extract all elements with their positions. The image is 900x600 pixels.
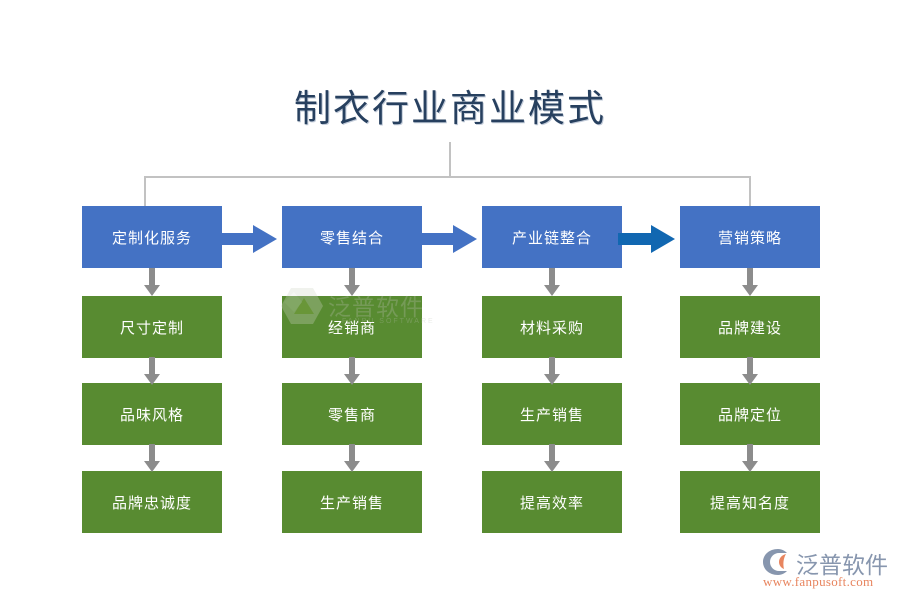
fanpu-logo-icon bbox=[763, 549, 787, 575]
company-logo: 泛普软件 www.fanpusoft.com bbox=[762, 546, 894, 594]
step-arrow-down-icon-3-2 bbox=[543, 444, 561, 473]
step-arrow-down-icon-3-1 bbox=[543, 357, 561, 386]
stage-box-4[interactable]: 营销策略 bbox=[680, 206, 820, 268]
step-box-2-1[interactable]: 经销商 bbox=[282, 296, 422, 358]
connector-bar bbox=[144, 176, 751, 178]
step-box-1-2[interactable]: 品味风格 bbox=[82, 383, 222, 445]
connector-drop-left bbox=[144, 176, 146, 207]
step-arrow-down-icon-1-0 bbox=[143, 268, 161, 297]
step-box-1-3[interactable]: 品牌忠诚度 bbox=[82, 471, 222, 533]
step-box-2-3[interactable]: 生产销售 bbox=[282, 471, 422, 533]
step-arrow-down-icon-1-1 bbox=[143, 357, 161, 386]
stage-arrow-right-icon-3 bbox=[618, 224, 676, 254]
step-arrow-down-icon-4-0 bbox=[741, 268, 759, 297]
step-box-3-3[interactable]: 提高效率 bbox=[482, 471, 622, 533]
connector-stem bbox=[449, 142, 451, 177]
logo-wordmark: 泛普软件 bbox=[796, 552, 888, 578]
step-arrow-down-icon-1-2 bbox=[143, 444, 161, 473]
page-title: 制衣行业商业模式 bbox=[294, 88, 606, 129]
step-arrow-down-icon-4-2 bbox=[741, 444, 759, 473]
connector-drop-right bbox=[749, 176, 751, 207]
stage-box-3[interactable]: 产业链整合 bbox=[482, 206, 622, 268]
stage-box-1[interactable]: 定制化服务 bbox=[82, 206, 222, 268]
step-arrow-down-icon-3-0 bbox=[543, 268, 561, 297]
step-arrow-down-icon-2-2 bbox=[343, 444, 361, 473]
step-arrow-down-icon-2-0 bbox=[343, 268, 361, 297]
logo-url: www.fanpusoft.com bbox=[763, 574, 874, 589]
step-arrow-down-icon-2-1 bbox=[343, 357, 361, 386]
step-box-4-2[interactable]: 品牌定位 bbox=[680, 383, 820, 445]
step-box-4-3[interactable]: 提高知名度 bbox=[680, 471, 820, 533]
stage-arrow-right-icon-2 bbox=[420, 224, 478, 254]
step-box-1-1[interactable]: 尺寸定制 bbox=[82, 296, 222, 358]
step-arrow-down-icon-4-1 bbox=[741, 357, 759, 386]
stage-arrow-right-icon-1 bbox=[220, 224, 278, 254]
step-box-4-1[interactable]: 品牌建设 bbox=[680, 296, 820, 358]
stage-box-2[interactable]: 零售结合 bbox=[282, 206, 422, 268]
step-box-3-2[interactable]: 生产销售 bbox=[482, 383, 622, 445]
step-box-3-1[interactable]: 材料采购 bbox=[482, 296, 622, 358]
step-box-2-2[interactable]: 零售商 bbox=[282, 383, 422, 445]
